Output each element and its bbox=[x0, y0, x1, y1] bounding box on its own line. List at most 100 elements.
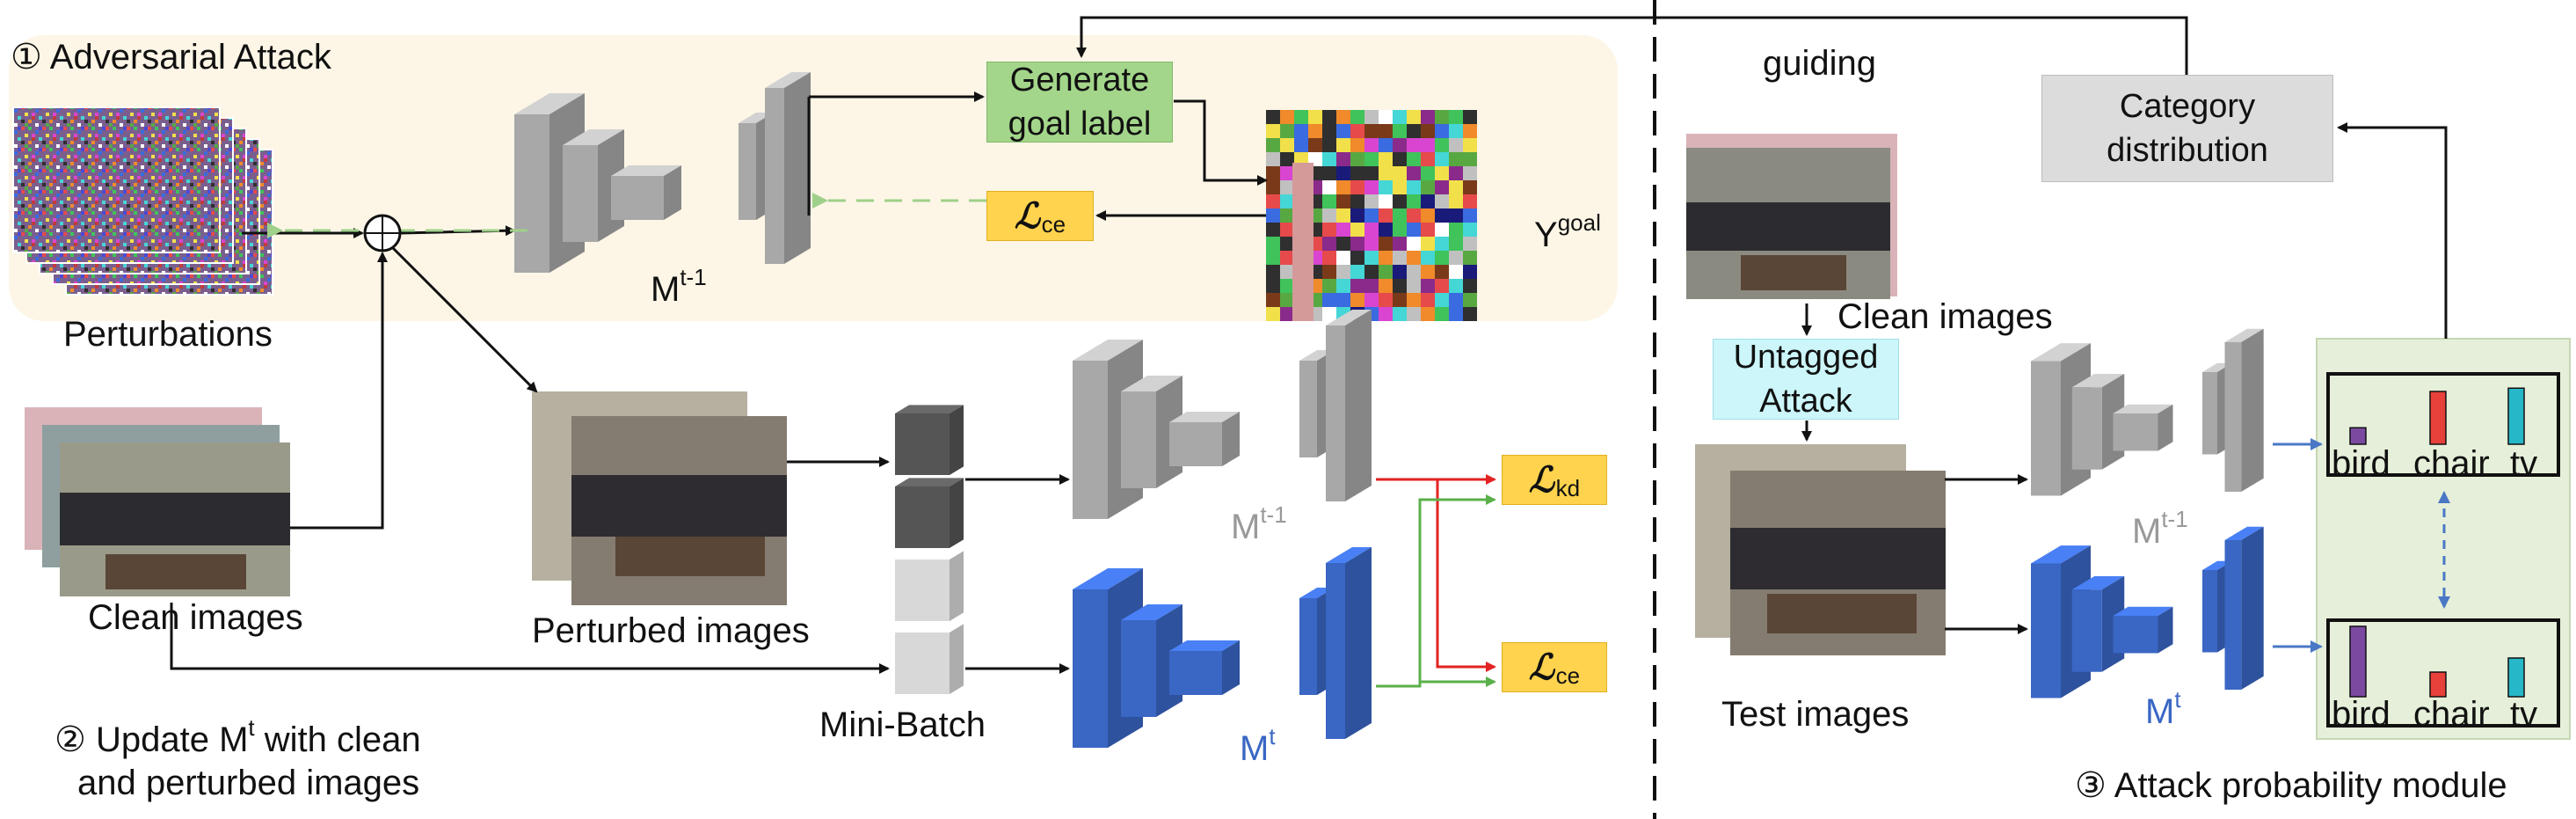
arrow-sum-to-perturbed bbox=[389, 245, 538, 393]
goal-cell bbox=[1308, 110, 1322, 124]
goal-cell bbox=[1350, 180, 1364, 194]
chart-top-bar-chair bbox=[2429, 391, 2447, 445]
loss-symbol: ℒ bbox=[1014, 196, 1040, 236]
mini-batch-cube-4 bbox=[895, 624, 964, 694]
goal-cell bbox=[1350, 279, 1364, 293]
goal-cell bbox=[1379, 307, 1393, 321]
goal-cell bbox=[1350, 208, 1364, 223]
goal-cell bbox=[1435, 307, 1449, 321]
goal-cell bbox=[1407, 208, 1421, 223]
chart-top-bar-tv bbox=[2507, 387, 2525, 445]
arrow-curr-to-kd bbox=[1376, 494, 1496, 688]
encoder-block-3 bbox=[1169, 640, 1240, 695]
goal-cell bbox=[1350, 124, 1364, 138]
goal-cell bbox=[1379, 237, 1393, 251]
goal-cell bbox=[1379, 138, 1393, 152]
m-base: M bbox=[2145, 692, 2175, 731]
model-prev-right-encoder bbox=[2031, 343, 2173, 496]
goal-cell bbox=[1379, 251, 1393, 265]
y-goal-base: Y bbox=[1534, 216, 1558, 254]
goal-cell bbox=[1449, 307, 1463, 321]
goal-cell bbox=[1435, 208, 1449, 223]
goal-cell bbox=[1266, 124, 1280, 138]
goal-cell bbox=[1463, 152, 1477, 166]
decoder-block-2 bbox=[1326, 310, 1372, 501]
goal-cell bbox=[1266, 279, 1280, 293]
goal-cell bbox=[1322, 138, 1336, 152]
goal-region bbox=[1292, 163, 1313, 321]
goal-cell bbox=[1364, 194, 1379, 208]
arrow-category-to-goal bbox=[1076, 16, 2188, 75]
goal-cell bbox=[1421, 152, 1435, 166]
goal-cell bbox=[1336, 166, 1350, 180]
goal-cell bbox=[1308, 138, 1322, 152]
mini-batch-cube-1 bbox=[895, 405, 964, 475]
goal-cell bbox=[1463, 124, 1477, 138]
decoder-block-2 bbox=[765, 72, 811, 264]
goal-cell bbox=[1421, 279, 1435, 293]
goal-cell bbox=[1266, 194, 1280, 208]
test-images-stack bbox=[1695, 444, 1946, 655]
goal-cell bbox=[1266, 307, 1280, 321]
m-base: M bbox=[1231, 508, 1261, 546]
chart-top-bar-bird bbox=[2349, 427, 2367, 445]
model-curr-right-decoder bbox=[2202, 526, 2264, 690]
goal-cell bbox=[1393, 180, 1407, 194]
goal-cell bbox=[1407, 265, 1421, 279]
goal-cell bbox=[1435, 265, 1449, 279]
clean-images-right-stack bbox=[1686, 134, 1897, 299]
goal-cell bbox=[1379, 124, 1393, 138]
goal-cell bbox=[1393, 138, 1407, 152]
goal-cell bbox=[1294, 124, 1308, 138]
goal-cell bbox=[1393, 124, 1407, 138]
goal-cell bbox=[1280, 223, 1294, 237]
goal-cell bbox=[1379, 152, 1393, 166]
loss-symbol: ℒ bbox=[1528, 647, 1554, 687]
goal-cell bbox=[1393, 293, 1407, 307]
goal-cell bbox=[1364, 265, 1379, 279]
goal-cell bbox=[1350, 223, 1364, 237]
goal-cell bbox=[1336, 208, 1350, 223]
sum-node bbox=[363, 214, 402, 252]
arrow-goal-to-grid bbox=[1174, 99, 1268, 186]
y-goal-sup: goal bbox=[1557, 209, 1601, 236]
chart-bottom-label-chair: chair bbox=[2413, 695, 2490, 734]
goal-cell bbox=[1435, 223, 1449, 237]
arrow-clean-to-sum bbox=[290, 252, 388, 530]
goal-cell bbox=[1266, 293, 1280, 307]
goal-cell bbox=[1280, 138, 1294, 152]
chart-frame-top bbox=[2326, 372, 2560, 477]
goal-cell bbox=[1322, 124, 1336, 138]
category-line2: distribution bbox=[2107, 132, 2268, 169]
encoder-block-3 bbox=[2113, 606, 2173, 654]
goal-cell bbox=[1463, 223, 1477, 237]
goal-cell bbox=[1435, 194, 1449, 208]
model-label-prev-right: Mt-1 bbox=[2132, 506, 2188, 552]
goal-cell bbox=[1379, 110, 1393, 124]
goal-cell bbox=[1336, 223, 1350, 237]
model-prev-right-decoder bbox=[2202, 328, 2264, 492]
perturbations-stack bbox=[12, 106, 273, 296]
mini-batch-stack bbox=[895, 405, 964, 694]
goal-cell bbox=[1364, 223, 1379, 237]
goal-cell bbox=[1336, 110, 1350, 124]
goal-cell bbox=[1322, 293, 1336, 307]
goal-cell bbox=[1449, 152, 1463, 166]
goal-cell bbox=[1407, 279, 1421, 293]
mini-batch-cube-2 bbox=[895, 478, 964, 548]
goal-cell bbox=[1280, 265, 1294, 279]
goal-cell bbox=[1280, 307, 1294, 321]
loss-sub: kd bbox=[1555, 475, 1581, 501]
goal-cell bbox=[1322, 166, 1336, 180]
goal-cell bbox=[1449, 180, 1463, 194]
m-base: M bbox=[651, 270, 680, 309]
loss-symbol: ℒ bbox=[1528, 460, 1554, 500]
goal-cell bbox=[1449, 194, 1463, 208]
model-prev-mid-encoder bbox=[1073, 340, 1240, 519]
goal-label-grid bbox=[1266, 110, 1477, 321]
decoder-block-2 bbox=[1326, 547, 1372, 739]
goal-cell bbox=[1421, 251, 1435, 265]
